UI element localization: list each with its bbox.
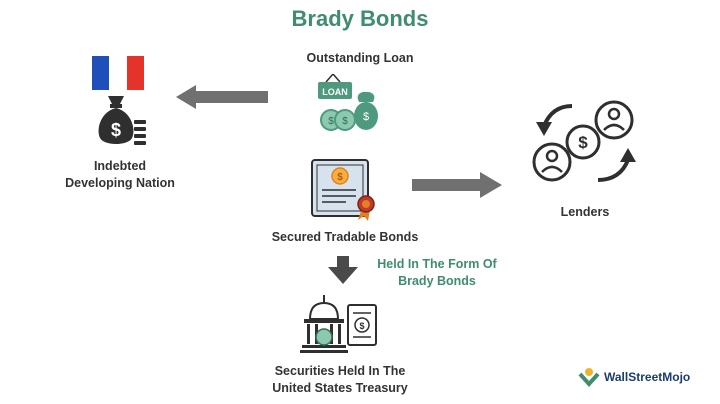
diagram-title: Brady Bonds	[291, 6, 429, 31]
svg-text:$: $	[363, 111, 369, 123]
lenders-label: Lenders	[560, 205, 610, 219]
indebted-line1: Indebted	[93, 159, 147, 173]
svg-text:$: $	[359, 321, 364, 331]
securities-line2: United States Treasury	[272, 381, 408, 395]
held-form-line1: Held In The Form Of	[377, 257, 497, 271]
treasury-building-icon: $	[298, 293, 382, 357]
arrow-right-to-lenders	[412, 172, 502, 198]
svg-text:LOAN: LOAN	[322, 87, 348, 97]
svg-text:$: $	[328, 116, 334, 127]
arrow-left-to-nation	[176, 85, 268, 109]
svg-text:$: $	[337, 172, 343, 183]
indebted-line2: Developing Nation	[65, 176, 175, 190]
held-form-line2: Brady Bonds	[398, 274, 476, 288]
svg-text:$: $	[578, 133, 588, 152]
secured-bonds-label: Secured Tradable Bonds	[271, 230, 419, 244]
money-bag-icon: $	[94, 92, 150, 148]
securities-treasury-label: Securities Held In The United States Tre…	[240, 363, 440, 397]
held-form-label: Held In The Form Of Brady Bonds	[352, 256, 522, 290]
brand-logo: WallStreetMojo	[578, 363, 718, 391]
loan-icon: LOAN $ $ $	[315, 74, 381, 132]
arrow-down-to-treasury	[328, 256, 358, 284]
outstanding-loan-label: Outstanding Loan	[306, 51, 414, 65]
bond-certificate-icon: $	[310, 158, 382, 222]
securities-line1: Securities Held In The	[274, 364, 406, 378]
brand-icon	[578, 368, 600, 387]
brand-name: WallStreetMojo	[604, 370, 691, 384]
svg-text:$: $	[342, 116, 348, 127]
lenders-exchange-icon: $	[522, 96, 648, 190]
indebted-nation-label: Indebted Developing Nation	[40, 158, 200, 192]
france-flag-icon	[92, 56, 144, 90]
svg-text:$: $	[111, 120, 121, 140]
